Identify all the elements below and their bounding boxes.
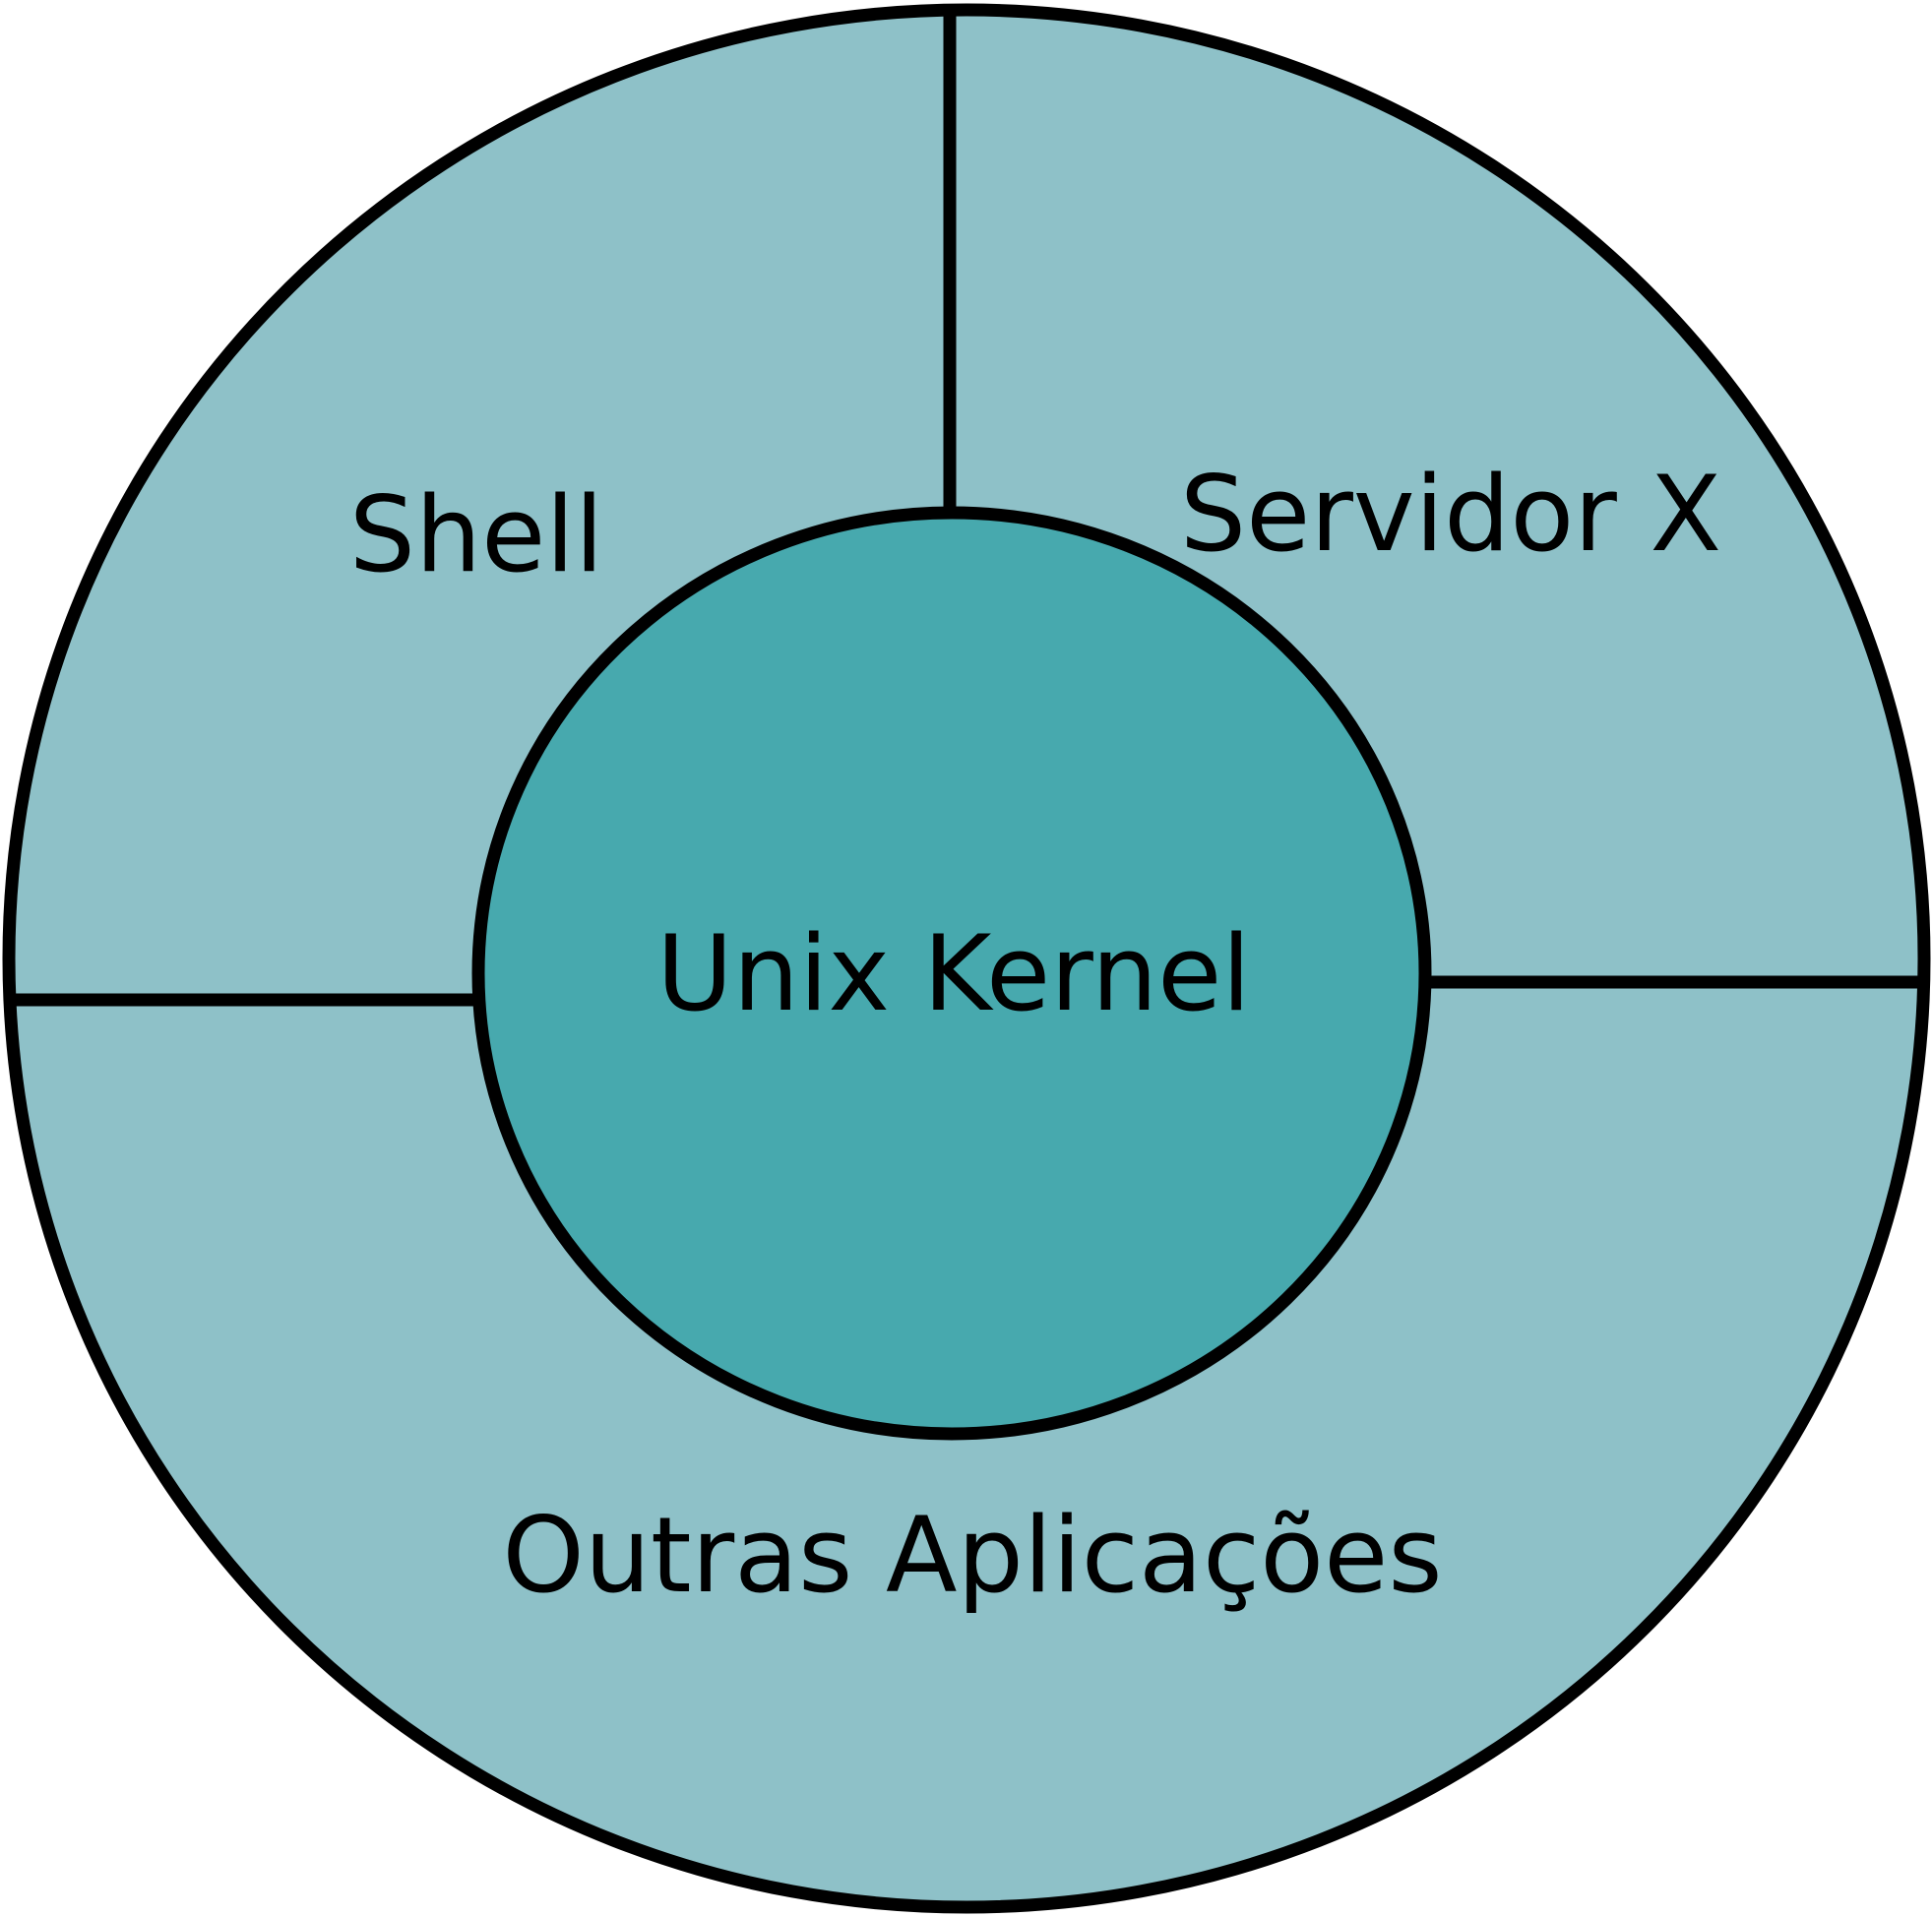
kernel-label: Unix Kernel [656, 913, 1251, 1034]
kernel-core [471, 506, 1432, 1441]
region-label-other-apps: Outras Aplicações [502, 1495, 1442, 1616]
region-label-x-server: Servidor X [1180, 454, 1721, 575]
region-label-shell: Shell [349, 474, 604, 595]
